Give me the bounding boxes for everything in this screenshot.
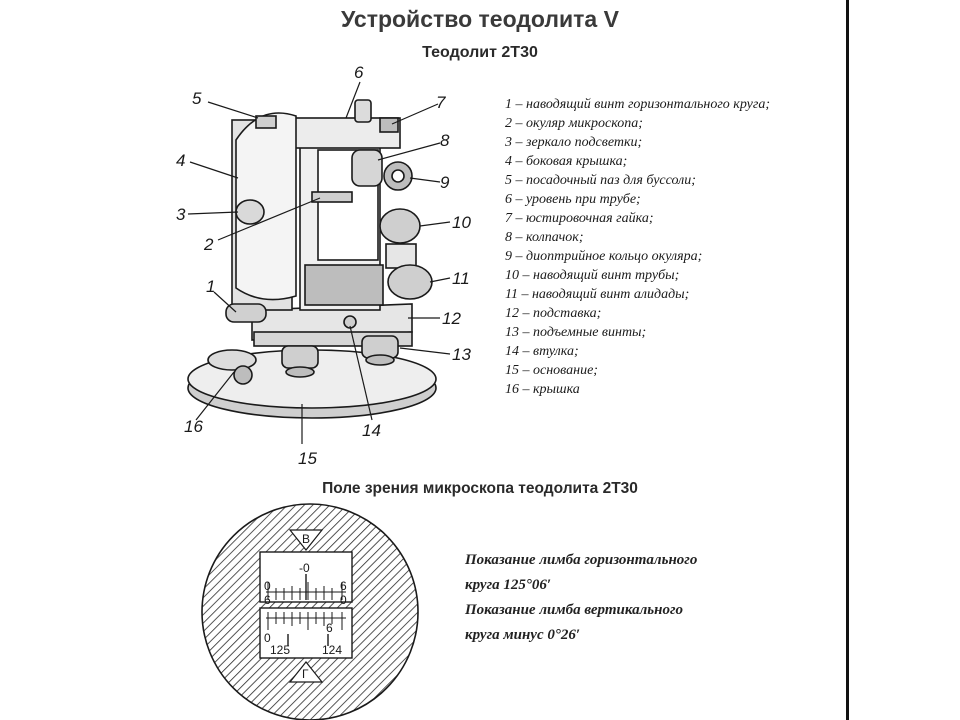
horizontal-marker-triangle xyxy=(288,661,324,683)
callout-1: 1 xyxy=(206,277,215,296)
adjusting-nut xyxy=(379,117,399,133)
legend-item: 15 – основание; xyxy=(505,363,598,378)
subtitle: Теодолит 2Т30 xyxy=(422,44,538,61)
leveling-screw-left xyxy=(281,345,319,369)
lid-knob xyxy=(233,365,253,385)
legend-item: 12 – подставка; xyxy=(505,306,602,321)
callout-13: 13 xyxy=(452,345,471,364)
legend-item: 13 – подъемные винты; xyxy=(505,325,647,340)
bottom-right-number: 6 xyxy=(326,621,333,635)
top-right-number-b: 0 xyxy=(340,593,347,607)
callout-9: 9 xyxy=(440,173,450,192)
bottom-value-left: 125 xyxy=(270,643,290,657)
callout-3: 3 xyxy=(176,205,186,224)
legend-item: 10 – наводящий винт трубы; xyxy=(505,268,680,283)
callout-16: 16 xyxy=(184,417,203,436)
bottom-value-right: 124 xyxy=(322,643,342,657)
callout-14: 14 xyxy=(362,421,381,440)
legend-item: 8 – колпачок; xyxy=(505,230,584,245)
page-border-line xyxy=(846,0,849,720)
callout-5: 5 xyxy=(192,89,202,108)
reading-vertical-line-2: круга минус 0°26′ xyxy=(465,627,581,643)
callout-legend: 1 – наводящий винт горизонтального круга… xyxy=(505,95,825,399)
microscope-eyepiece xyxy=(311,191,353,203)
reading-horizontal-line-2: круга 125°06′ xyxy=(465,577,552,593)
microscope-section-title: Поле зрения микроскопа теодолита 2Т30 xyxy=(322,480,638,497)
callout-4: 4 xyxy=(176,151,185,170)
side-cover xyxy=(235,112,297,301)
page-title: Устройство теодолита V xyxy=(341,6,619,32)
alidade-tangent-screw xyxy=(387,264,433,300)
legend-item: 1 – наводящий винт горизонтального круга… xyxy=(505,97,770,112)
legend-item: 7 – юстировочная гайка; xyxy=(505,211,654,226)
eyepiece-cap xyxy=(351,149,383,187)
callout-10: 10 xyxy=(452,213,471,232)
legend-item: 5 – посадочный паз для буссоли; xyxy=(505,173,696,188)
readings-block: Показание лимба горизонтального круга 12… xyxy=(465,548,825,648)
horizontal-tangent-screw xyxy=(225,303,267,323)
bottom-left-number: 0 xyxy=(264,631,271,645)
telescope-level xyxy=(354,99,372,123)
label-g: Г xyxy=(302,667,309,681)
diopter-ring-center xyxy=(391,169,405,183)
telescope-tangent-screw xyxy=(379,208,421,244)
legend-item: 14 – втулка; xyxy=(505,344,579,359)
legend-item: 16 – крышка xyxy=(505,382,580,397)
top-left-number-a: 0 xyxy=(264,579,271,593)
horizontal-scale-window xyxy=(259,607,353,659)
legend-item: 2 – окуляр микроскопа; xyxy=(505,116,643,131)
microscope-field-view: В Г -0 0 6 6 0 0 6 125 124 xyxy=(201,503,419,720)
reading-horizontal-line-1: Показание лимба горизонтального xyxy=(465,552,698,568)
callout-2: 2 xyxy=(203,235,214,254)
lid xyxy=(207,349,257,371)
callout-8: 8 xyxy=(440,131,450,150)
legend-item: 6 – уровень при трубе; xyxy=(505,192,641,207)
top-left-number-b: 6 xyxy=(264,593,271,607)
callout-11: 11 xyxy=(452,269,470,288)
vertical-marker-triangle xyxy=(288,529,324,551)
legend-item: 4 – боковая крышка; xyxy=(505,154,628,169)
callout-7: 7 xyxy=(436,93,446,112)
theodolite-drawing: 5 6 7 8 9 4 3 2 10 11 1 12 13 16 14 15 xyxy=(176,63,471,468)
telescope-window xyxy=(317,149,379,261)
reading-vertical-line-1: Показание лимба вертикального xyxy=(465,602,684,618)
label-v: В xyxy=(302,532,310,546)
compass-slot xyxy=(255,115,277,129)
callout-6: 6 xyxy=(354,63,364,82)
lower-block xyxy=(304,264,384,306)
callout-12: 12 xyxy=(442,309,461,328)
legend-item: 11 – наводящий винт алидады; xyxy=(505,287,690,302)
legend-item: 3 – зеркало подсветки; xyxy=(505,135,643,150)
legend-item: 9 – диоптрийное кольцо окуляра; xyxy=(505,249,703,264)
leveling-screw-right-foot xyxy=(365,354,395,366)
top-center-mark: -0 xyxy=(299,561,310,575)
top-right-number-a: 6 xyxy=(340,579,347,593)
callout-15: 15 xyxy=(298,449,317,468)
illumination-mirror xyxy=(235,199,265,225)
leveling-screw-left-foot xyxy=(285,366,315,378)
